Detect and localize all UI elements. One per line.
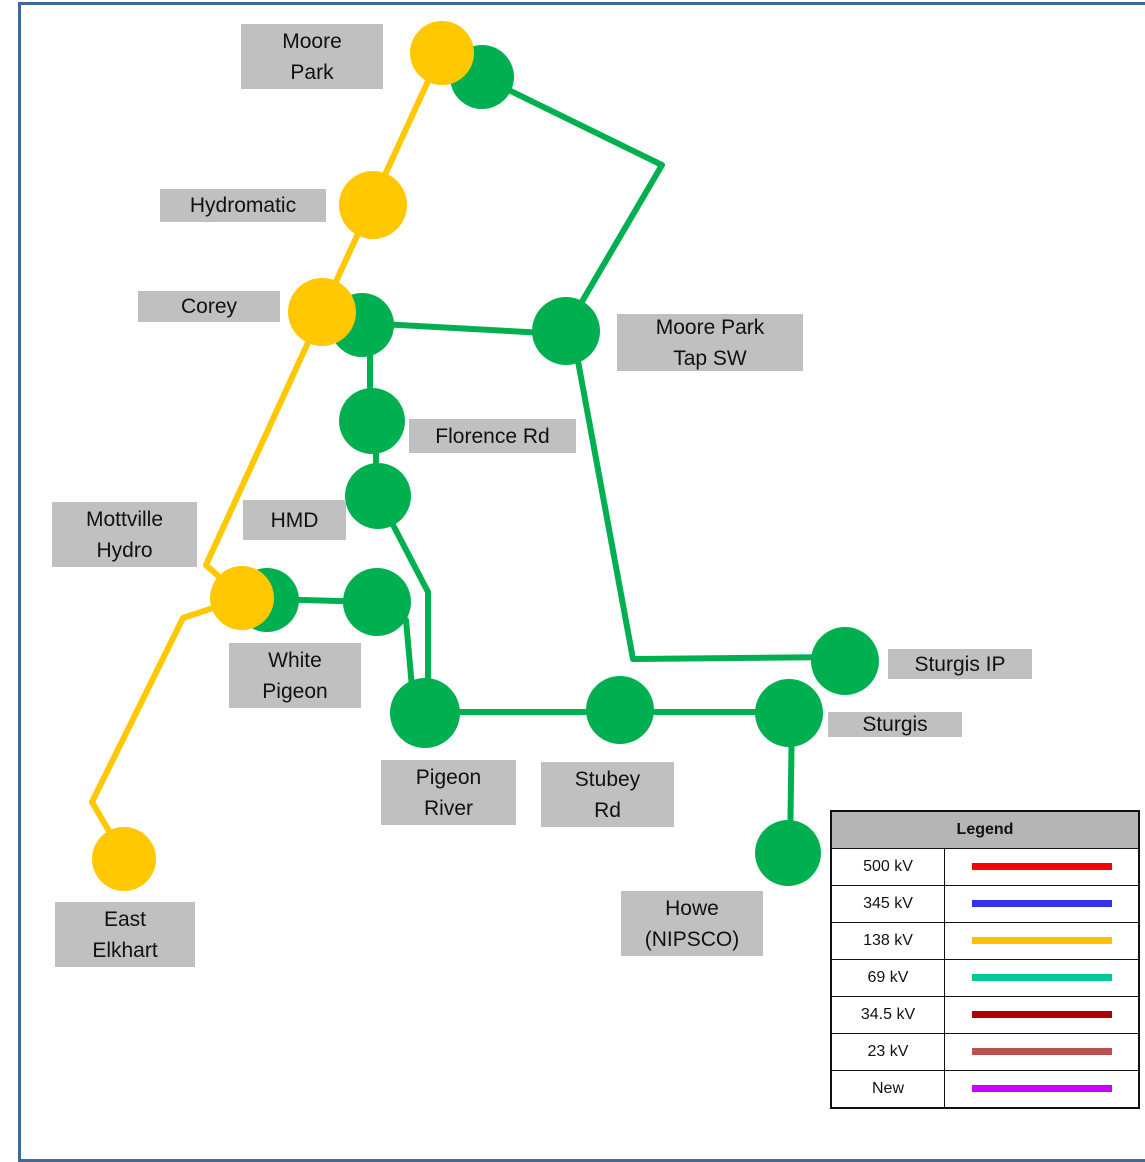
station-mottville-hydro — [210, 566, 274, 630]
legend-swatch-138kv — [971, 937, 1112, 945]
legend-swatch-new — [971, 1085, 1112, 1093]
station-moore-park-138 — [410, 21, 474, 85]
label-moore-park-tap-sw: Moore Park Tap SW — [617, 314, 803, 371]
legend-label: 345 kV — [830, 885, 945, 923]
line-mottville-eastelkhart — [89, 595, 246, 860]
label-moore-park: Moore Park — [241, 24, 383, 89]
station-sturgis-ip — [811, 627, 879, 695]
station-pigeon-river — [390, 678, 460, 748]
legend-swatch-23kv — [971, 1048, 1112, 1056]
label-east-elkhart: East Elkhart — [55, 902, 195, 967]
label-mottville-hydro: Mottville Hydro — [52, 502, 197, 567]
legend-label: 34.5 kV — [830, 996, 945, 1034]
line-hmd-pigeonriver-a — [377, 497, 431, 713]
label-hmd: HMD — [243, 500, 346, 540]
label-hydromatic: Hydromatic — [160, 189, 326, 222]
legend-swatch-500kv — [971, 863, 1112, 871]
legend-label: New — [830, 1070, 945, 1109]
label-howe-nipsco: Howe (NIPSCO) — [621, 891, 763, 956]
station-hydromatic — [339, 171, 407, 239]
label-corey: Corey — [138, 291, 280, 322]
station-moore-park-tap-sw — [532, 297, 600, 365]
label-stubey-rd: Stubey Rd — [541, 762, 674, 827]
legend-title: Legend — [830, 810, 1140, 849]
label-sturgis: Sturgis — [828, 712, 962, 737]
legend-swatch-34-5kv — [971, 1011, 1112, 1019]
line-corey-tap — [359, 320, 566, 337]
label-florence-rd: Florence Rd — [409, 419, 576, 453]
legend-label: 138 kV — [830, 922, 945, 960]
stations — [92, 21, 879, 891]
line-corey-mottville — [203, 309, 325, 601]
label-pigeon-river: Pigeon River — [381, 760, 516, 825]
legend-label: 23 kV — [830, 1033, 945, 1071]
station-east-elkhart — [92, 827, 156, 891]
legend-label: 69 kV — [830, 959, 945, 997]
station-stubey-rd — [586, 676, 654, 744]
line-tap-sturgisip — [570, 331, 846, 662]
legend-label: 500 kV — [830, 848, 945, 886]
line-moorepark-tap — [479, 74, 665, 337]
station-corey-138 — [288, 278, 356, 346]
label-white-pigeon: White Pigeon — [229, 643, 361, 708]
legend-table: Legend 500 kV 345 kV 138 kV 69 kV 34.5 k… — [830, 810, 1140, 1109]
legend-swatch-345kv — [971, 900, 1112, 908]
station-white-pigeon-b — [343, 568, 411, 636]
station-sturgis — [755, 679, 823, 747]
station-hmd — [345, 463, 411, 529]
station-howe — [755, 820, 821, 886]
legend-swatch-69kv — [971, 974, 1112, 982]
station-florence-rd — [339, 388, 405, 454]
label-sturgis-ip: Sturgis IP — [888, 649, 1032, 679]
